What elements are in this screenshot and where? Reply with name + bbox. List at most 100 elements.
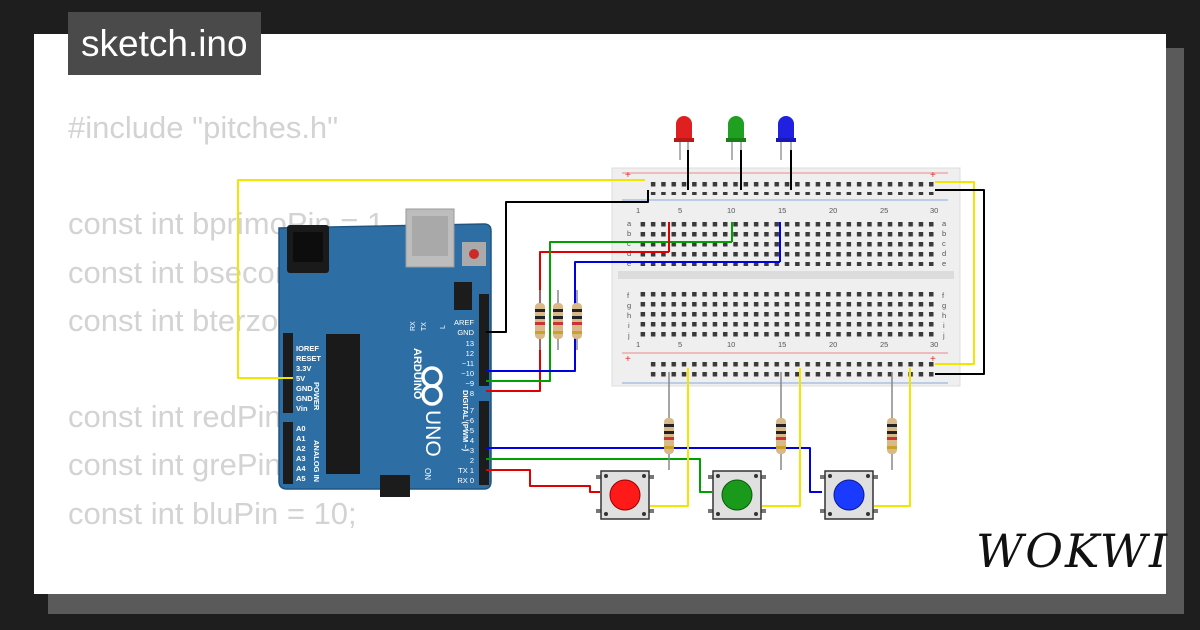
wire-gnd-black[interactable] (486, 190, 649, 333)
column-number: 15 (778, 340, 786, 349)
row-letter: c (627, 239, 631, 248)
pin-label: 13 (466, 339, 474, 348)
arduino-uno-board[interactable]: ARDUINO UNO ON DIGITAL (PWM ~) POWER ANA… (278, 208, 492, 497)
column-numbers-bottom: 1 5 10 15 20 25 30 (636, 340, 938, 349)
code-line: #include "pitches.h" (68, 110, 339, 145)
pin-label: A4 (296, 464, 306, 473)
code-background: #include "pitches.h" const int bprimoPin … (68, 104, 384, 594)
push-button-green[interactable] (708, 470, 766, 520)
led-body (676, 116, 692, 140)
rail-plus-top: + (625, 170, 631, 181)
push-button-blue[interactable] (820, 470, 878, 520)
code-line: const int redPin (68, 399, 282, 435)
code-line: const int bluPin = 10; (68, 495, 357, 531)
pin-label: RX 0 (457, 476, 474, 485)
pin-label: 8 (470, 389, 474, 398)
board-on-label: ON (423, 468, 432, 480)
button-cap (609, 479, 641, 511)
pin-label: 7 (470, 406, 474, 415)
pin-label: TX 1 (458, 466, 474, 475)
row-letter: j (627, 331, 630, 340)
analog-pin-labels: A0 A1 A2 A3 A4 A5 (296, 424, 306, 483)
column-number: 30 (930, 340, 938, 349)
led-blue[interactable] (776, 116, 796, 160)
led-red[interactable] (674, 116, 694, 160)
row-letter: a (942, 219, 947, 228)
wire-yellow-btn2[interactable] (762, 368, 801, 507)
pin-label: ~10 (461, 369, 474, 378)
row-letter: e (942, 259, 946, 268)
column-number: 30 (930, 206, 938, 215)
code-line: const int bprimoPin = 1 (68, 206, 385, 242)
row-letter: h (627, 311, 631, 320)
button-resistors (664, 372, 897, 470)
resistor[interactable] (553, 290, 563, 350)
row-letter: i (943, 321, 945, 330)
column-number: 25 (880, 206, 888, 215)
resistor[interactable] (535, 290, 545, 350)
wire-yellow-btn1[interactable] (650, 368, 689, 507)
pin-label: A2 (296, 444, 306, 453)
usb-port-inner (412, 216, 448, 256)
wire-green-led[interactable] (486, 241, 732, 382)
wire-red-button[interactable] (486, 469, 600, 493)
center-channel (618, 271, 954, 279)
reset-button-cap (469, 249, 479, 259)
push-button-red[interactable] (596, 470, 654, 520)
row-letter: f (942, 291, 945, 300)
led-body (778, 116, 794, 140)
power-rail-holes-bottom (646, 360, 936, 378)
button-cap (833, 479, 865, 511)
resistor[interactable] (887, 372, 897, 470)
digital-pin-labels-bottom: 7 ~6 ~5 4 ~3 2 TX 1 RX 0 (457, 406, 474, 485)
arduino-logo-icon (421, 366, 443, 406)
rail-plus-bottom-right: + (930, 354, 936, 365)
pin-label: A0 (296, 424, 306, 433)
wire-green-button[interactable] (486, 458, 712, 493)
row-letter: g (627, 301, 631, 310)
pin-label: GND (296, 394, 313, 403)
terminal-holes-bottom (636, 290, 936, 338)
code-line: int buttonState = 0 (68, 586, 384, 594)
column-number: 5 (678, 340, 682, 349)
row-letter: d (942, 249, 946, 258)
digital-label: DIGITAL (PWM ~) (461, 390, 470, 452)
pin-label: ~11 (462, 359, 474, 368)
led-green[interactable] (726, 116, 746, 160)
resistor[interactable] (572, 290, 582, 350)
breadboard[interactable]: + + + + 1 5 10 15 20 25 30 1 5 10 15 20 … (611, 167, 961, 387)
resistor[interactable] (664, 372, 674, 470)
pin-label: ~5 (465, 426, 474, 435)
sketch-title: sketch.ino (68, 12, 261, 75)
pin-label: RESET (296, 354, 321, 363)
rx-led-label: RX (410, 321, 417, 331)
column-number: 20 (829, 206, 837, 215)
wire-rail-yellow[interactable] (935, 181, 975, 365)
pin-label: ~6 (465, 416, 474, 425)
row-letter: h (942, 311, 946, 320)
column-number: 1 (636, 206, 640, 215)
preview-card: #include "pitches.h" const int bprimoPin … (34, 34, 1166, 594)
column-numbers-top: 1 5 10 15 20 25 30 (636, 206, 938, 215)
microcontroller-chip (326, 334, 360, 474)
row-letters-left: a b c d e f g h i j (627, 219, 632, 340)
pin-label: ~3 (465, 446, 474, 455)
pin-label: 12 (466, 349, 474, 358)
wire-rail-black[interactable] (935, 189, 985, 375)
wire-blue-button[interactable] (486, 447, 822, 493)
wire-yellow-btn3[interactable] (874, 368, 911, 507)
column-number: 5 (678, 206, 682, 215)
pin-label: AREF (454, 318, 474, 327)
board-model: UNO (421, 410, 444, 457)
row-letters-right: a b c d e f g h i j (942, 219, 947, 340)
wire-5v-yellow[interactable] (237, 179, 645, 379)
pin-label: A3 (296, 454, 306, 463)
led-resistors (535, 290, 582, 350)
button-cap (721, 479, 753, 511)
pin-label: 3.3V (296, 364, 311, 373)
resistor[interactable] (776, 372, 786, 470)
pin-label: 5V (296, 374, 305, 383)
row-letter: b (942, 229, 946, 238)
rail-plus-top-right: + (930, 170, 936, 181)
